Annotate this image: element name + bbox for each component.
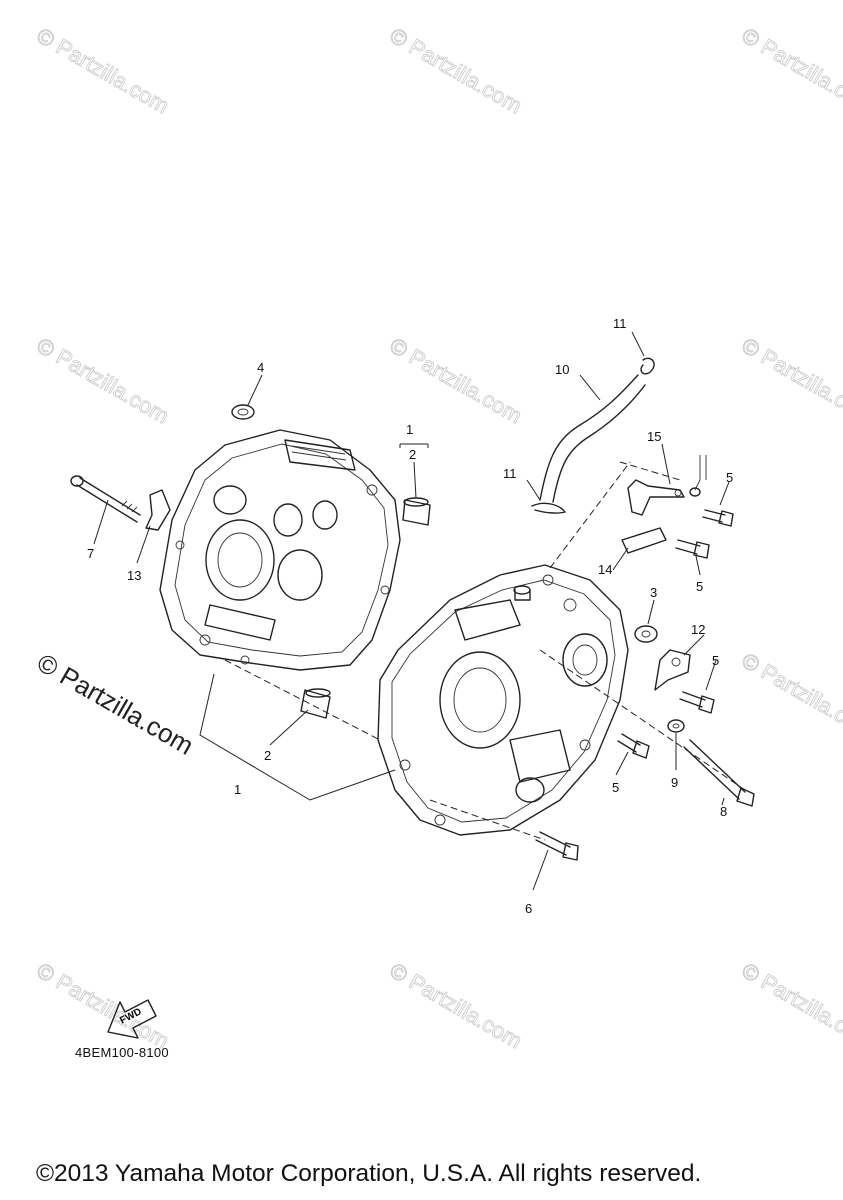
right-crankcase (377, 564, 629, 836)
bracket (654, 649, 691, 691)
hose-clip (531, 502, 566, 514)
callout-label: 14 (598, 562, 612, 577)
watermark: © Partzilla.com (738, 333, 843, 429)
callout-label: 2 (409, 447, 416, 462)
hose-clip (640, 357, 655, 375)
bolt-long (683, 739, 755, 807)
watermark: © Partzilla.com (738, 23, 843, 119)
bolt-long (70, 475, 141, 523)
bolt (675, 539, 710, 559)
watermark: © Partzilla.com (738, 958, 843, 1054)
plate (621, 527, 667, 554)
callout-label: 13 (127, 568, 141, 583)
callout-label: 2 (264, 748, 271, 763)
callout-label: 8 (720, 804, 727, 819)
callout-label: 12 (691, 622, 705, 637)
copyright-notice: ©2013 Yamaha Motor Corporation, U.S.A. A… (36, 1160, 702, 1187)
callout-label: 9 (671, 775, 678, 790)
bolt (702, 509, 734, 527)
watermark-layer: © Partzilla.com © Partzilla.com © Partzi… (32, 22, 843, 1054)
alignment-lines (224, 461, 746, 841)
callout-label: 5 (726, 470, 733, 485)
callout-label: 11 (503, 466, 517, 481)
callout-label: 11 (613, 316, 627, 331)
bolt (679, 691, 715, 714)
bolt (617, 733, 650, 759)
callout-label: 5 (696, 579, 703, 594)
watermark: © Partzilla.com (33, 333, 174, 429)
dowel-pin (300, 688, 331, 719)
clamp (145, 489, 171, 531)
watermark: © Partzilla.com (32, 647, 199, 761)
diagram-code: 4BEM100-8100 (75, 1045, 169, 1060)
watermark: © Partzilla.com (33, 23, 174, 119)
watermark: © Partzilla.com (33, 958, 174, 1054)
washer (667, 719, 685, 733)
watermark: © Partzilla.com (738, 648, 843, 744)
leader-lines (93, 331, 730, 891)
oil-seal (231, 404, 255, 420)
callout-label: 1 (406, 422, 413, 437)
callout-label: 7 (87, 546, 94, 561)
callout-label: 5 (612, 780, 619, 795)
left-crankcase (159, 429, 401, 671)
dowel-pin (402, 497, 431, 526)
watermark: © Partzilla.com (386, 23, 527, 119)
watermark: © Partzilla.com (386, 333, 527, 429)
bolt (535, 831, 579, 861)
callout-label: 5 (712, 653, 719, 668)
callout-label: 3 (650, 585, 657, 600)
bracket (627, 455, 707, 516)
breather-hose (539, 374, 646, 503)
callouts: 1 2 1 2 3 4 5 5 5 5 6 7 8 9 10 11 11 12 … (87, 316, 733, 916)
callout-label: 6 (525, 901, 532, 916)
callout-label: 15 (647, 429, 661, 444)
watermark: © Partzilla.com (386, 958, 527, 1054)
callout-label: 10 (555, 362, 569, 377)
callout-label: 4 (257, 360, 264, 375)
washer (634, 625, 658, 643)
callout-label: 1 (234, 782, 241, 797)
